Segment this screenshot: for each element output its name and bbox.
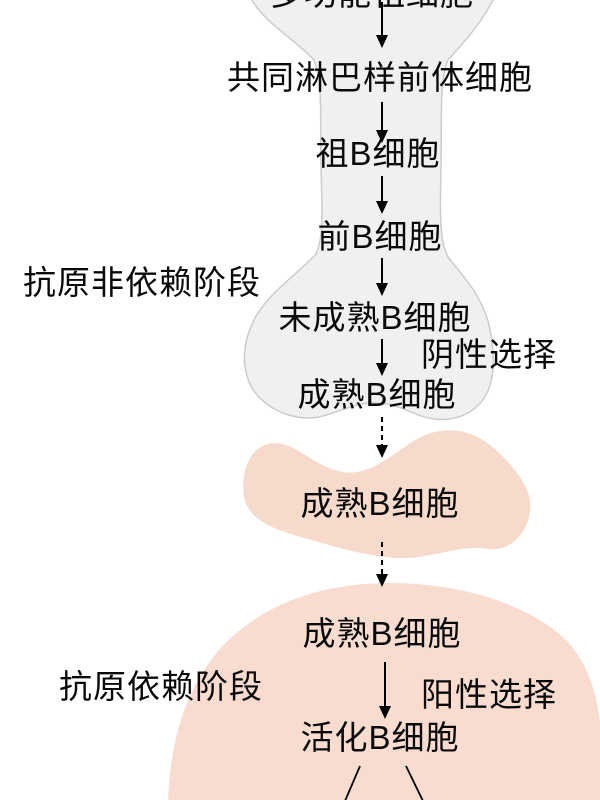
phase-antigen-dependent-label: 抗原依赖阶段 bbox=[59, 668, 263, 705]
stage-mature-b-transit-label: 成熟B细胞 bbox=[300, 485, 460, 522]
arrow-mature-b-to-activated-b bbox=[379, 662, 391, 719]
stage-pro-b-label: 祖B细胞 bbox=[315, 135, 441, 172]
stage-immature-b-label: 未成熟B细胞 bbox=[278, 299, 472, 336]
transit-ribbon-shape bbox=[243, 430, 531, 559]
stage-clp-label: 共同淋巴样前体细胞 bbox=[227, 59, 533, 96]
stage-mature-b-marrow-label: 成熟B细胞 bbox=[297, 376, 457, 413]
bone-marrow-shape bbox=[243, 0, 495, 421]
arrow-immature-b-to-mature-b bbox=[376, 339, 388, 376]
arrow-multipotent-to-clp bbox=[376, 2, 388, 48]
dashed-arrow-transit-to-peripheral bbox=[376, 542, 388, 587]
stage-mature-b-peripheral-label: 成熟B细胞 bbox=[302, 615, 462, 652]
arrow-pro-b-to-pre-b bbox=[376, 176, 388, 214]
branch-line-left bbox=[344, 765, 361, 800]
arrow-clp-to-pro-b bbox=[376, 102, 388, 143]
phase-antigen-independent-label: 抗原非依赖阶段 bbox=[23, 264, 261, 301]
arrow-pre-b-to-immature-b bbox=[376, 258, 388, 296]
stage-activated-b-label: 活化B细胞 bbox=[300, 719, 460, 756]
branch-line-right bbox=[405, 765, 424, 800]
stage-multipotent-progenitor-label: 多功能祖细胞 bbox=[270, 0, 474, 12]
annotation-positive-selection: 阳性选择 bbox=[421, 676, 557, 713]
stage-pre-b-label: 前B细胞 bbox=[317, 218, 443, 255]
dashed-arrow-marrow-to-transit bbox=[376, 417, 388, 458]
annotation-negative-selection: 阴性选择 bbox=[421, 336, 557, 373]
